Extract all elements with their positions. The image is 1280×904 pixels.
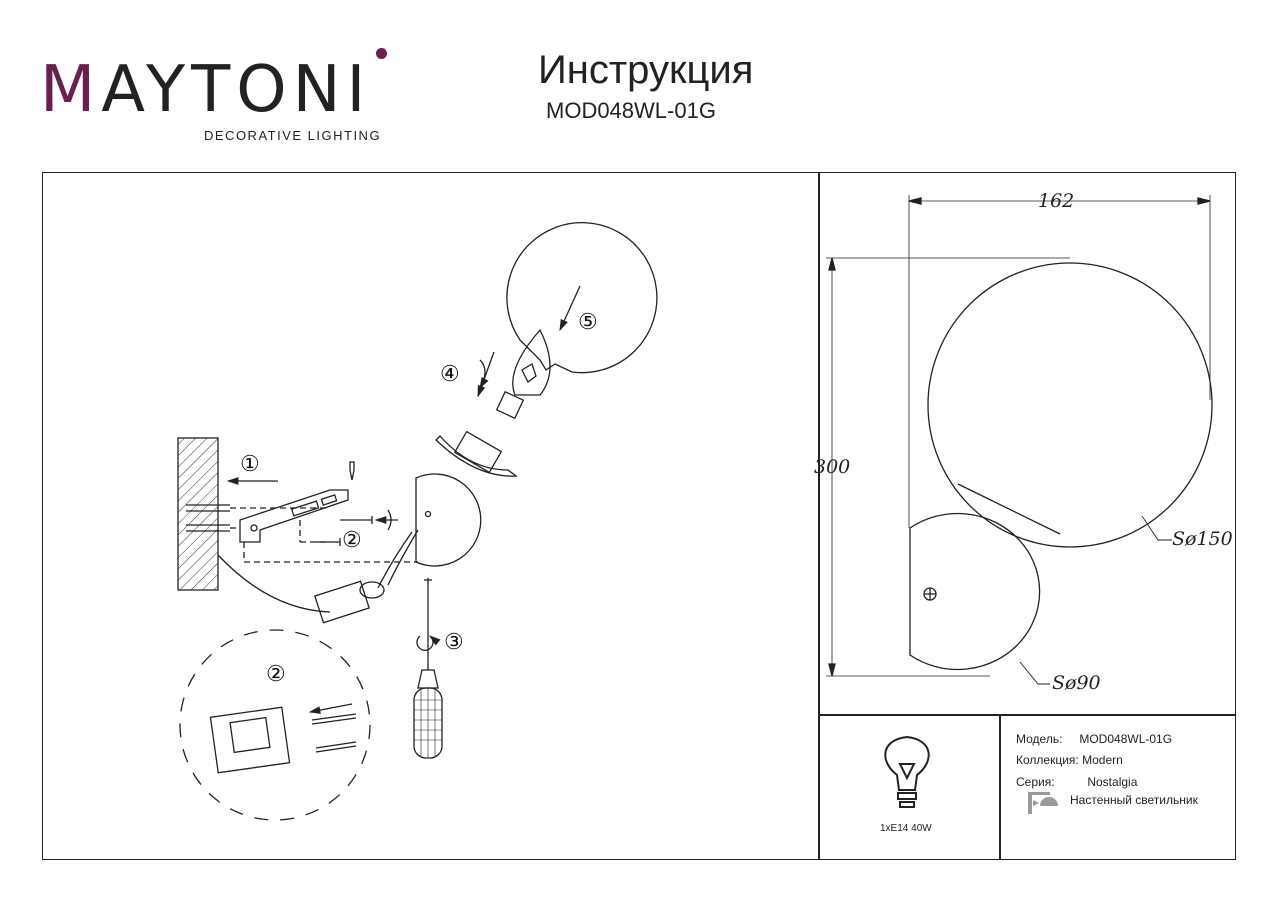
step-1: ① — [240, 452, 260, 477]
step-2: ② — [342, 528, 362, 553]
frame-divider-horizontal — [818, 714, 1236, 716]
wall-hatch — [177, 437, 219, 591]
step-2-detail: ② — [266, 662, 286, 687]
model-code: MOD048WL-01G — [546, 98, 716, 123]
socket-cap — [435, 435, 518, 477]
dimension-width: 162 — [1038, 190, 1075, 212]
step-5: ⑤ — [578, 310, 598, 335]
collection-row: Коллекция: Modern — [1016, 753, 1123, 767]
brand-wordmark: MAYTONI — [40, 58, 371, 122]
dimension-height: 300 — [814, 456, 851, 478]
collection-value: Modern — [1082, 753, 1123, 767]
bulb-icon — [884, 735, 930, 808]
dimension-large-sphere: Sø150 — [1172, 528, 1233, 550]
frame-divider-info — [999, 714, 1001, 860]
model-row: Модель: MOD048WL-01G — [1016, 732, 1172, 746]
detail-circle — [179, 629, 371, 821]
candle-bulb — [512, 328, 551, 396]
collection-label: Коллекция: — [1016, 753, 1079, 767]
model-value: MOD048WL-01G — [1079, 732, 1173, 746]
dimension-drawing — [826, 195, 1213, 685]
series-label: Серия: — [1016, 775, 1055, 789]
terminal-block — [314, 580, 370, 624]
screwdriver — [413, 578, 443, 759]
assembly-drawing — [177, 222, 658, 821]
brand-wordmark-m: M — [40, 53, 102, 127]
bulb-spec: 1xE14 40W — [880, 823, 932, 834]
brand-dot — [376, 48, 387, 59]
drawing-frame — [42, 172, 1236, 860]
wall-lamp-icon — [1028, 792, 1058, 814]
frame-divider-vertical — [818, 172, 820, 860]
small-sphere-assembly — [415, 473, 482, 567]
step-4: ④ — [440, 362, 460, 387]
small-sphere-outline — [909, 512, 1041, 671]
brand-tagline: DECORATIVE LIGHTING — [204, 128, 382, 143]
large-sphere-outline — [927, 262, 1213, 548]
step-3: ③ — [444, 630, 464, 655]
model-label: Модель: — [1016, 732, 1063, 746]
brand-logo: MAYTONI DECORATIVE LIGHTING — [40, 48, 400, 148]
dimension-small-sphere: Sø90 — [1052, 672, 1101, 694]
type-row: Настенный светильник — [1070, 793, 1198, 807]
large-sphere-assembly — [506, 222, 658, 374]
mounting-bracket — [239, 489, 349, 543]
brand-wordmark-rest: AYTONI — [101, 53, 372, 127]
series-row: Серия: Nostalgia — [1016, 775, 1137, 789]
series-value: Nostalgia — [1087, 775, 1138, 789]
page-title: Инструкция — [538, 48, 754, 92]
type-value: Настенный светильник — [1070, 793, 1198, 807]
